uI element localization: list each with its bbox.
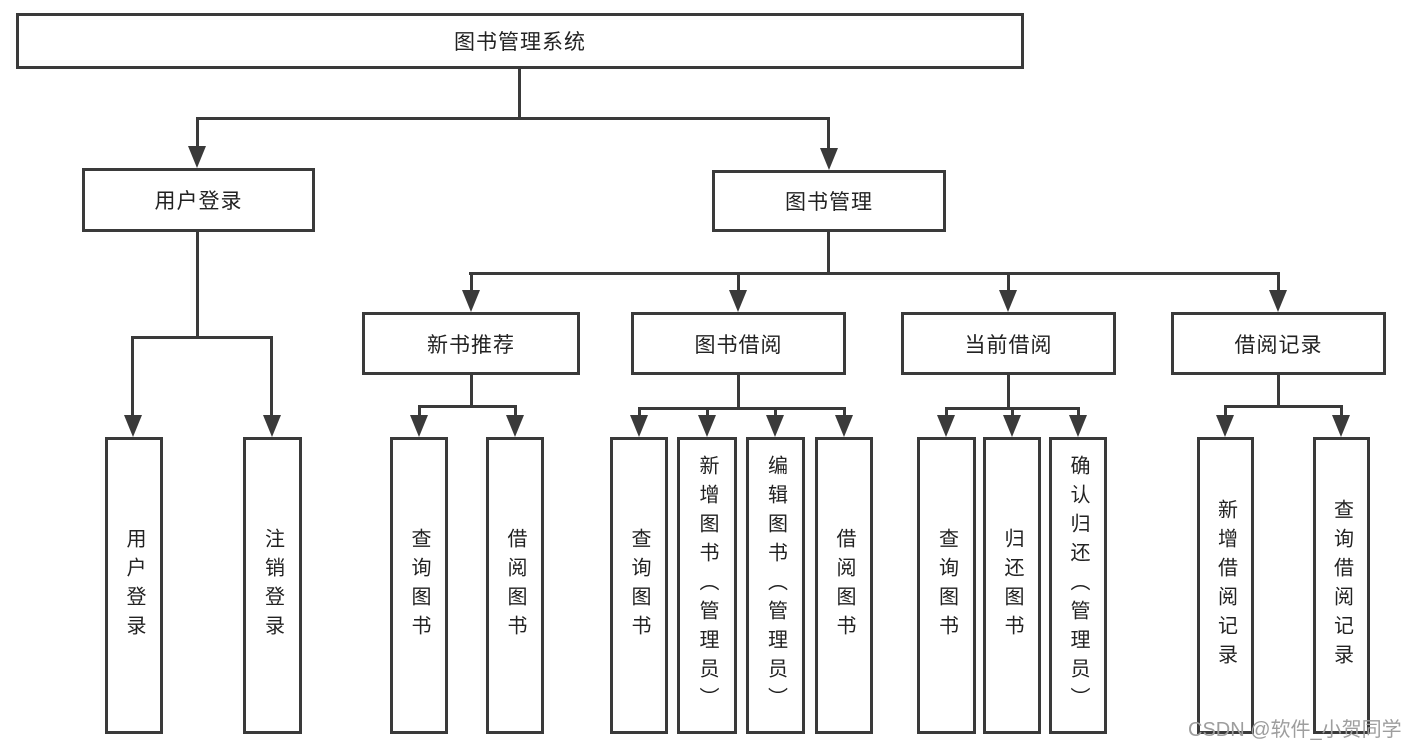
connector-line [1224, 405, 1342, 408]
node-leaf-user-login: 用户登录 [105, 437, 163, 734]
node-label: 用户登录 [154, 190, 243, 213]
connector-line [638, 407, 845, 410]
arrowhead-icon [698, 415, 716, 437]
connector-line [737, 272, 740, 290]
arrowhead-icon [188, 146, 206, 168]
connector-line [827, 117, 830, 148]
connector-line [1277, 272, 1280, 290]
connector-line [518, 69, 521, 117]
node-label: 确认归还（管理员） [1067, 455, 1089, 716]
node-user-login: 用户登录 [82, 168, 315, 232]
arrowhead-icon [937, 415, 955, 437]
node-leaf-query-borrow-record: 查询借阅记录 [1313, 437, 1370, 734]
connector-line [470, 375, 473, 405]
connector-line [706, 407, 709, 415]
connector-line [945, 407, 948, 415]
connector-line [131, 336, 134, 415]
arrowhead-icon [263, 415, 281, 437]
connector-line [1007, 272, 1010, 290]
arrowhead-icon [506, 415, 524, 437]
arrowhead-icon [410, 415, 428, 437]
node-leaf-confirm-return-admin: 确认归还（管理员） [1049, 437, 1107, 734]
arrowhead-icon [729, 290, 747, 312]
connector-line [1277, 375, 1280, 405]
connector-line [827, 232, 830, 272]
connector-line [1077, 407, 1080, 415]
connector-line [196, 117, 199, 146]
arrowhead-icon [1269, 290, 1287, 312]
node-leaf-logout: 注销登录 [243, 437, 302, 734]
arrowhead-icon [462, 290, 480, 312]
node-leaf-query-books: 查询图书 [390, 437, 448, 734]
node-book-borrow: 图书借阅 [631, 312, 846, 375]
connector-line [1007, 375, 1010, 407]
node-label: 查询图书 [628, 527, 650, 644]
node-label: 查询图书 [935, 527, 958, 644]
arrowhead-icon [999, 290, 1017, 312]
connector-line [418, 405, 421, 415]
node-leaf-edit-books-admin: 编辑图书（管理员） [746, 437, 805, 734]
connector-line [469, 272, 1279, 275]
connector-line [196, 232, 199, 336]
node-label: 用户登录 [123, 527, 145, 644]
arrowhead-icon [1332, 415, 1350, 437]
node-label: 归还图书 [1001, 527, 1023, 644]
node-label: 查询图书 [408, 527, 430, 644]
connector-line [470, 272, 473, 290]
node-borrow-records: 借阅记录 [1171, 312, 1386, 375]
connector-line [774, 407, 777, 415]
node-label: 新书推荐 [427, 333, 515, 357]
connector-line [1224, 405, 1227, 415]
node-leaf-query-books-2: 查询图书 [610, 437, 668, 734]
node-new-book-recommend: 新书推荐 [362, 312, 580, 375]
connector-line [1340, 405, 1343, 415]
node-leaf-borrow-books-2: 借阅图书 [815, 437, 873, 734]
connector-line [196, 117, 830, 120]
node-book-management: 图书管理 [712, 170, 946, 232]
node-label: 借阅图书 [833, 527, 855, 644]
node-leaf-add-borrow-record: 新增借阅记录 [1197, 437, 1254, 734]
node-leaf-borrow-books: 借阅图书 [486, 437, 544, 734]
node-label: 图书借阅 [694, 333, 783, 357]
connector-line [418, 405, 516, 408]
node-leaf-add-books-admin: 新增图书（管理员） [677, 437, 737, 734]
node-label: 当前借阅 [964, 333, 1053, 357]
node-label: 图书管理系统 [454, 31, 586, 54]
arrowhead-icon [630, 415, 648, 437]
connector-line [131, 336, 272, 339]
node-label: 新增图书（管理员） [696, 455, 718, 716]
connector-line [1011, 407, 1014, 415]
node-label: 借阅记录 [1234, 333, 1323, 357]
node-library-management-system: 图书管理系统 [16, 13, 1024, 69]
connector-line [638, 407, 641, 415]
arrowhead-icon [820, 148, 838, 170]
arrowhead-icon [835, 415, 853, 437]
connector-line [514, 405, 517, 415]
connector-line [843, 407, 846, 415]
node-label: 注销登录 [261, 527, 284, 644]
arrowhead-icon [1216, 415, 1234, 437]
csdn-watermark: CSDN @软件_小贺同学 [1188, 719, 1402, 741]
arrowhead-icon [1069, 415, 1087, 437]
node-label: 图书管理 [785, 191, 873, 214]
node-label: 编辑图书（管理员） [764, 455, 787, 716]
node-label: 新增借阅记录 [1214, 498, 1237, 673]
node-current-borrow: 当前借阅 [901, 312, 1116, 375]
connector-line [270, 336, 273, 415]
node-label: 借阅图书 [504, 527, 526, 644]
arrowhead-icon [124, 415, 142, 437]
arrowhead-icon [1003, 415, 1021, 437]
node-leaf-return-books: 归还图书 [983, 437, 1041, 734]
node-label: 查询借阅记录 [1330, 498, 1353, 673]
node-leaf-query-books-3: 查询图书 [917, 437, 976, 734]
arrowhead-icon [766, 415, 784, 437]
connector-line [737, 375, 740, 407]
